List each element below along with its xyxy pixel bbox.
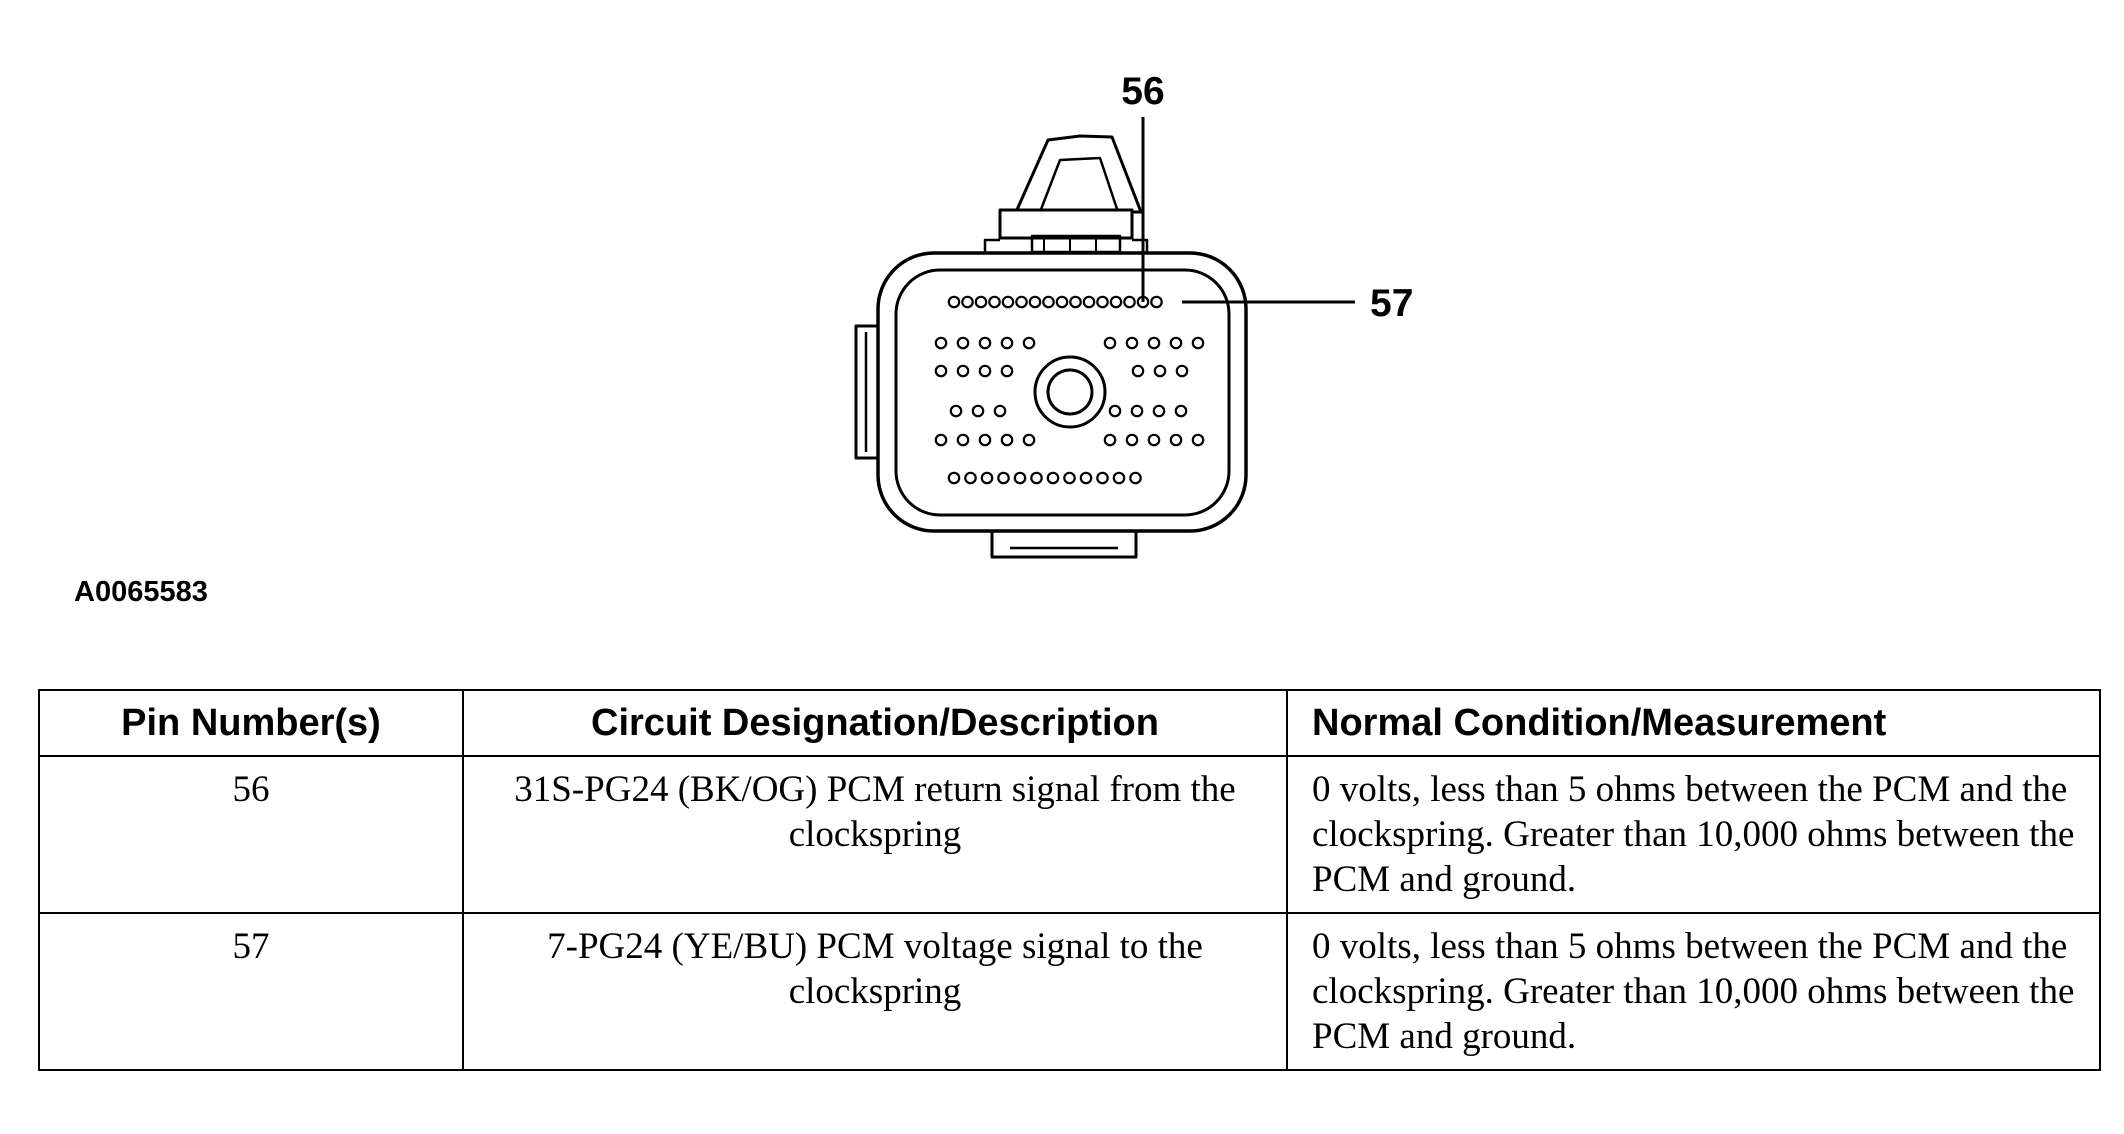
callout-57: 57: [1182, 282, 1413, 325]
pin-hole: [956, 364, 970, 378]
pin-hole: [978, 336, 992, 350]
pin-hole: [1153, 364, 1167, 378]
pin-hole: [1001, 295, 1015, 309]
pin-hole: [1015, 295, 1028, 309]
center-post: [1033, 355, 1107, 429]
pin-hole: [1129, 471, 1142, 485]
figure-id: A0065583: [74, 576, 208, 608]
pin-hole: [1103, 336, 1117, 350]
pin-hole: [1169, 336, 1183, 350]
pin-hole: [934, 433, 948, 447]
pin-hole: [1030, 471, 1043, 485]
pin-hole: [949, 404, 963, 418]
callout-56-label: 56: [1121, 70, 1164, 113]
connector-body: [854, 134, 1248, 559]
pin-hole: [1013, 471, 1027, 485]
pin-hole: [1055, 295, 1069, 309]
pin-hole: [978, 364, 992, 378]
header-normal-condition: Normal Condition/Measurement: [1286, 689, 2101, 757]
pin-hole: [1108, 404, 1122, 418]
pin-hole: [978, 433, 992, 447]
pin-hole: [956, 433, 970, 447]
pin-hole: [1131, 364, 1145, 378]
pin-hole: [1147, 433, 1161, 447]
cell-circuit: 7-PG24 (YE/BU) PCM voltage signal to the…: [462, 912, 1288, 1071]
pin-hole: [1175, 364, 1189, 378]
latch-tab: [1014, 134, 1143, 214]
header-circuit-designation: Circuit Designation/Description: [462, 689, 1288, 757]
pin-hole: [1150, 295, 1163, 309]
pin-hole: [1103, 433, 1117, 447]
pin-hole: [1191, 336, 1205, 350]
pin-hole: [1079, 471, 1093, 485]
connector-diagram: 56 57 A0065583: [74, 70, 1413, 608]
pin-hole: [1096, 295, 1109, 309]
pin-hole: [956, 336, 970, 350]
pin-holes: [934, 295, 1205, 485]
pin-hole: [1109, 295, 1123, 309]
cell-measurement: 0 volts, less than 5 ohms between the PC…: [1286, 912, 2101, 1071]
pin-hole: [1042, 295, 1055, 309]
cell-pin: 56: [38, 755, 464, 914]
pin-hole: [980, 471, 994, 485]
pin-hole: [1069, 295, 1082, 309]
pin-hole: [1028, 295, 1042, 309]
pin-hole: [1152, 404, 1166, 418]
pin-hole: [1123, 295, 1136, 309]
header-pin-number: Pin Number(s): [38, 689, 464, 757]
callout-56: 56: [1121, 70, 1165, 302]
pin-hole: [934, 364, 948, 378]
pin-hole: [1063, 471, 1076, 485]
pin-hole: [947, 295, 961, 309]
table-row: 56 31S-PG24 (BK/OG) PCM return signal fr…: [38, 755, 2101, 914]
pin-hole: [934, 336, 948, 350]
pin-hole: [1000, 433, 1014, 447]
pin-hole: [1000, 364, 1014, 378]
side-tab: [854, 324, 878, 460]
table-header-row: Pin Number(s) Circuit Designation/Descri…: [38, 689, 2101, 757]
pin-hole: [1046, 471, 1060, 485]
pin-hole: [974, 295, 988, 309]
pin-hole: [1147, 336, 1161, 350]
latch-bar: [998, 208, 1134, 240]
pin-hole: [1125, 433, 1139, 447]
housing-inner: [894, 268, 1231, 517]
cell-circuit: 31S-PG24 (BK/OG) PCM return signal from …: [462, 755, 1288, 914]
pin-hole: [1022, 433, 1036, 447]
pin-hole: [1174, 404, 1188, 418]
callout-57-label: 57: [1370, 282, 1413, 325]
cell-measurement: 0 volts, less than 5 ohms between the PC…: [1286, 755, 2101, 914]
pin-hole: [971, 404, 985, 418]
pin-hole: [988, 295, 1001, 309]
pin-hole: [964, 471, 977, 485]
housing-outer: [876, 251, 1248, 533]
pin-hole: [1112, 471, 1126, 485]
pin-hole: [1082, 295, 1096, 309]
bottom-tab: [990, 531, 1138, 559]
pin-table: Pin Number(s) Circuit Designation/Descri…: [38, 689, 2101, 1071]
pin-hole: [993, 404, 1007, 418]
pin-hole: [1096, 471, 1109, 485]
pin-hole: [1169, 433, 1183, 447]
pin-hole: [1000, 336, 1014, 350]
cell-pin: 57: [38, 912, 464, 1071]
table-row: 57 7-PG24 (YE/BU) PCM voltage signal to …: [38, 912, 2101, 1071]
pin-hole: [947, 471, 961, 485]
pin-hole: [1191, 433, 1205, 447]
pin-hole: [1022, 336, 1036, 350]
pin-hole: [961, 295, 974, 309]
pin-hole: [1130, 404, 1144, 418]
pin-hole: [1125, 336, 1139, 350]
pin-hole: [997, 471, 1010, 485]
